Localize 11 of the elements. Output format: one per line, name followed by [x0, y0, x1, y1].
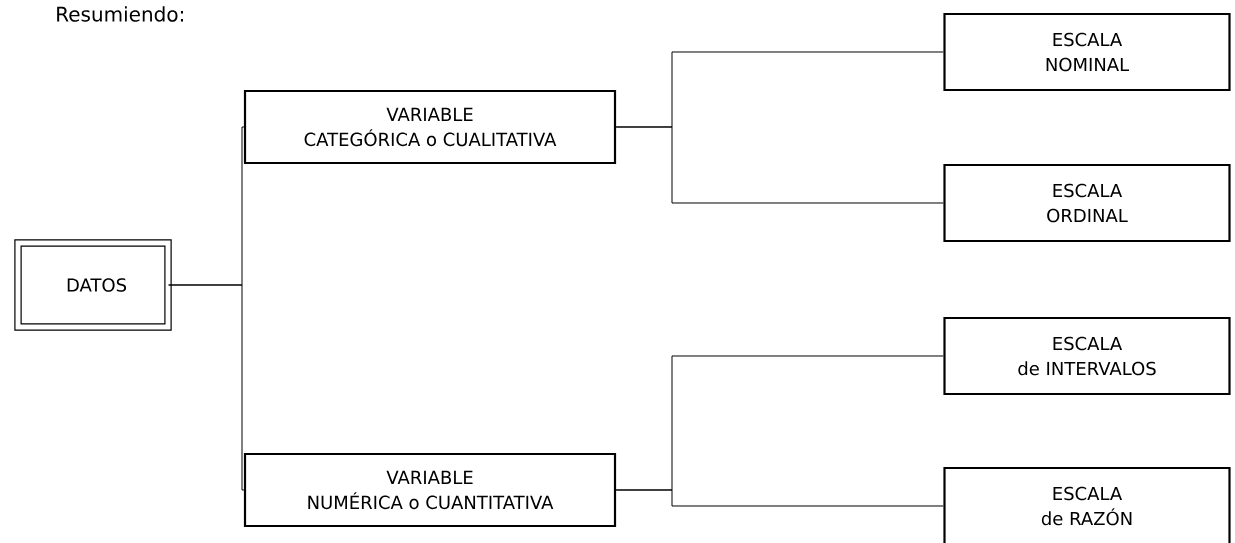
heading: Resumiendo:	[57, 6, 183, 22]
scale-box: ESCALA NOMINAL	[943, 12, 1231, 92]
variable-box: VARIABLE NUMÉRICA o CUANTITATIVA	[243, 452, 617, 528]
connector-line	[168, 284, 245, 491]
variable-box: VARIABLE CATEGÓRICA o CUALITATIVA	[243, 89, 617, 165]
scale-box: ESCALA de RAZÓN	[943, 466, 1231, 543]
scale-box: ESCALA de INTERVALOS	[943, 316, 1231, 396]
connector-line	[615, 489, 944, 507]
data-box: DATOS	[14, 239, 172, 331]
scale-box: ESCALA ORDINAL	[943, 163, 1231, 243]
connector-line	[615, 126, 944, 204]
